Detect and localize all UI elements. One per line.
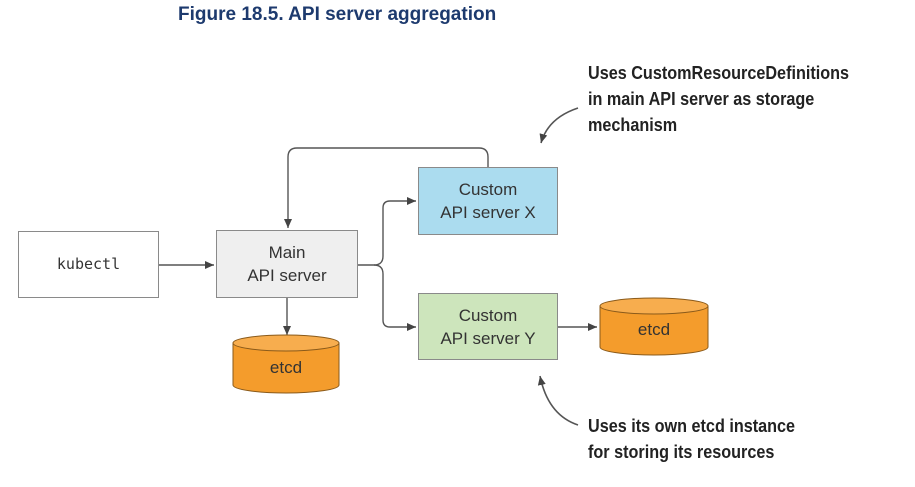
annotation-top-line1: Uses CustomResourceDefinitions [588, 63, 850, 83]
callout-arrow-bottom [537, 375, 579, 426]
annotation-top-line2: in main API server as storage [588, 89, 815, 109]
callout-arrow-top [539, 107, 579, 144]
main-api-server-box: Main API server [216, 230, 358, 298]
custom-api-server-x-box: Custom API server X [418, 167, 558, 235]
arrow-main-to-custom-x [358, 197, 416, 266]
annotation-bottom: Uses its own etcd instance for storing i… [588, 413, 795, 465]
annotation-bottom-line2: for storing its resources [588, 442, 775, 462]
arrow-main-to-custom-y [373, 264, 416, 331]
etcd-y-label: etcd [637, 320, 671, 339]
main-api-label-line2: API server [247, 266, 327, 285]
custom-y-label-line1: Custom [458, 305, 518, 325]
figure-title: Figure 18.5. API server aggregation [178, 4, 497, 25]
etcd-main-label: etcd [269, 358, 303, 377]
custom-y-label-line2: API server Y [440, 328, 536, 348]
kubectl-label: kubectl [56, 255, 121, 273]
annotation-top: Uses CustomResourceDefinitions in main A… [588, 60, 849, 138]
main-api-label-line1: Main [268, 243, 306, 262]
custom-x-label-line2: API server X [440, 203, 536, 222]
annotation-bottom-line1: Uses its own etcd instance [588, 416, 796, 436]
etcd-y-cylinder [599, 297, 709, 356]
arrow-custom-x-to-main [284, 147, 489, 228]
custom-api-server-y-box: Custom API server Y [418, 293, 558, 360]
annotation-top-line3: mechanism [588, 115, 678, 135]
custom-x-label-line1: Custom [458, 180, 518, 199]
kubectl-box: kubectl [18, 231, 159, 298]
etcd-main-cylinder [232, 334, 340, 394]
